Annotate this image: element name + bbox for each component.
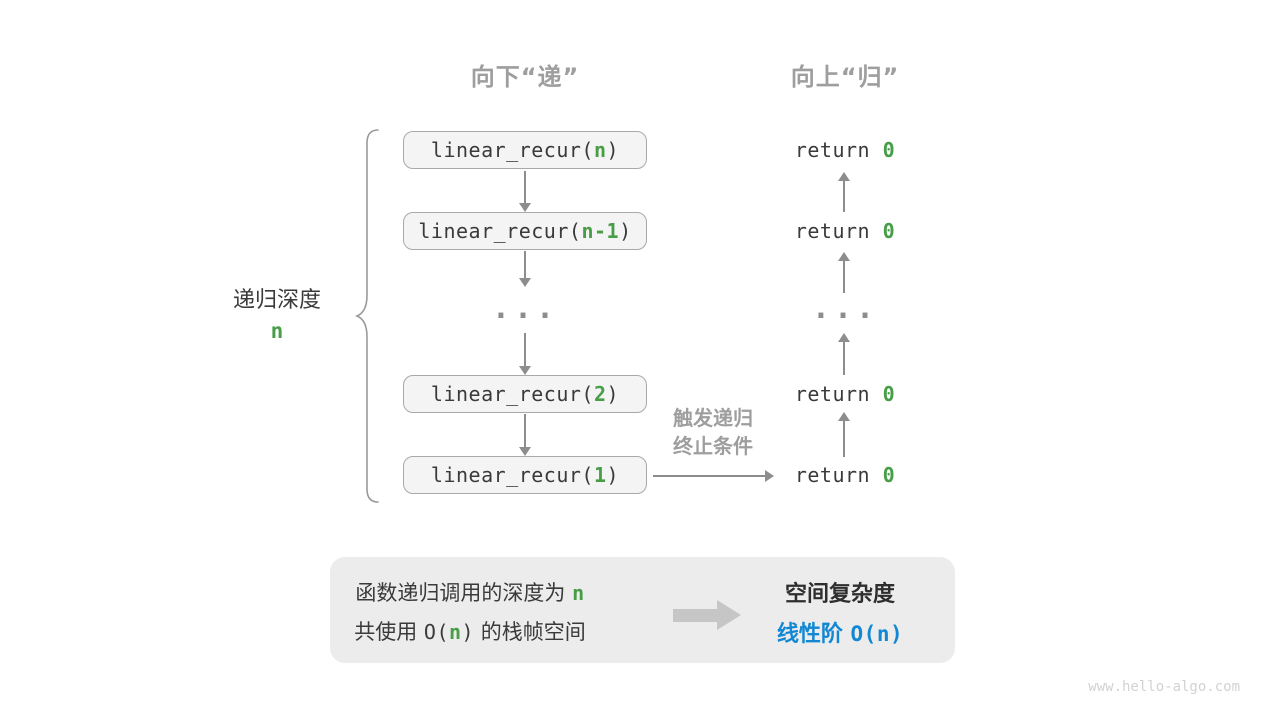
return-value: 0 <box>882 138 896 162</box>
implies-arrow-shaft <box>673 609 717 622</box>
call-label: linear_recur(2) <box>431 382 619 406</box>
return-keyword: return <box>794 219 883 243</box>
recursion-depth-label: 递归深度 <box>232 288 321 313</box>
call-prefix: linear_recur( <box>418 219 582 243</box>
call-box-n-1: linear_recur(n-1) <box>403 212 647 250</box>
up-arrow-icon <box>838 412 850 457</box>
call-suffix: ) <box>606 463 620 487</box>
return-keyword: return <box>794 463 883 487</box>
return-keyword: return <box>794 382 883 406</box>
space-complexity-result: 线性阶 O(n) <box>725 616 955 648</box>
call-arg: n-1 <box>581 219 620 243</box>
result-value: n <box>876 622 890 646</box>
call-label: linear_recur(n-1) <box>418 219 631 243</box>
call-box-1: linear_recur(1) <box>403 456 647 494</box>
call-prefix: linear_recur( <box>430 463 594 487</box>
summary-space-line: 共使用 O(n) 的栈帧空间 <box>335 616 605 646</box>
summary-depth-value: n <box>572 581 585 605</box>
down-arrow-icon <box>519 251 531 287</box>
call-label: linear_recur(1) <box>431 463 619 487</box>
call-box-n: linear_recur(n) <box>403 131 647 169</box>
up-arrow-icon <box>838 333 850 375</box>
call-prefix: linear_recur( <box>430 382 594 406</box>
call-suffix: ) <box>606 382 620 406</box>
result-o-open: O( <box>850 622 877 646</box>
descend-column-header: 向下“递” <box>470 63 580 91</box>
return-keyword: return <box>794 138 883 162</box>
descend-ellipsis: ... <box>491 291 559 326</box>
return-statement: return 0 <box>763 382 927 408</box>
return-statement: return 0 <box>763 463 927 489</box>
summary-depth-line: 函数递归调用的深度为 n <box>335 577 605 607</box>
ascend-column-header: 向上“归” <box>790 63 900 91</box>
up-arrow-icon <box>838 172 850 212</box>
down-arrow-icon <box>519 333 531 375</box>
termination-note-line2: 终止条件 <box>673 434 753 458</box>
call-arg: 1 <box>593 463 607 487</box>
call-label: linear_recur(n) <box>431 138 619 162</box>
ascend-ellipsis: ... <box>811 291 879 326</box>
summary-box <box>330 557 955 663</box>
return-statement: return 0 <box>763 138 927 164</box>
return-value: 0 <box>882 463 896 487</box>
summary-depth-text: 函数递归调用的深度为 <box>355 581 573 605</box>
summary-space-text: 共使用 <box>354 620 424 644</box>
down-arrow-icon <box>519 414 531 456</box>
call-arg: n <box>593 138 607 162</box>
call-suffix: ) <box>606 138 620 162</box>
result-order-label: 线性阶 <box>776 622 851 647</box>
implies-arrow-icon <box>673 600 741 631</box>
result-o-close: ) <box>889 622 904 646</box>
down-arrow-icon <box>519 171 531 212</box>
depth-brace-icon <box>354 129 379 503</box>
summary-space-value: n <box>449 620 462 644</box>
recursion-depth-value: n <box>270 319 284 343</box>
implies-arrow-head <box>717 600 741 630</box>
termination-note: 触发递归 终止条件 <box>645 404 781 460</box>
big-o-open: O( <box>423 620 449 644</box>
space-complexity-title: 空间复杂度 <box>784 582 895 607</box>
call-arg: 2 <box>593 382 607 406</box>
big-o-close: ) <box>461 620 475 644</box>
call-prefix: linear_recur( <box>430 138 594 162</box>
up-arrow-icon <box>838 252 850 293</box>
return-value: 0 <box>882 382 896 406</box>
return-value: 0 <box>882 219 896 243</box>
summary-space-suffix: 的栈帧空间 <box>474 620 586 644</box>
site-watermark: www.hello-algo.com <box>1088 679 1240 695</box>
termination-note-line1: 触发递归 <box>673 406 753 430</box>
call-suffix: ) <box>619 219 632 243</box>
call-box-2: linear_recur(2) <box>403 375 647 413</box>
right-arrow-icon <box>653 470 774 482</box>
return-statement: return 0 <box>763 219 927 245</box>
